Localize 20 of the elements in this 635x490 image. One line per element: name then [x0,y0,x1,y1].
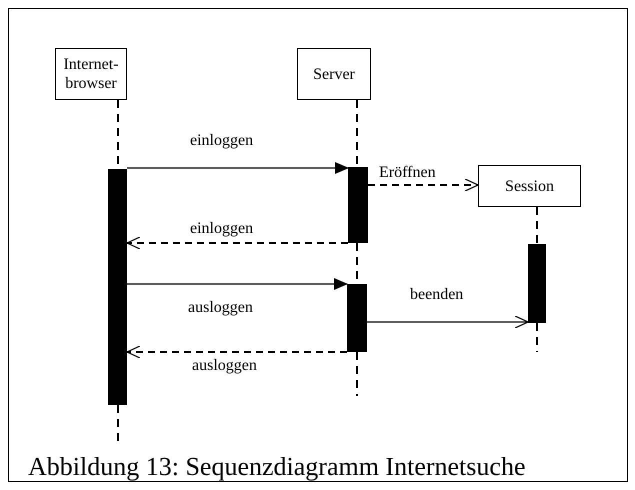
lifeline [536,207,538,244]
message-arrow [368,178,479,192]
figure-caption: Abbildung 13: Sequenzdiagramm Internetsuche [28,452,526,482]
activation-bar [528,244,546,323]
edge-label: ausloggen [190,357,259,375]
lifeline-head-box: Server [297,48,371,100]
edge-label: einloggen [188,132,256,150]
edge-label: ausloggen [186,299,255,317]
activation-bar [348,167,368,243]
lifeline-head-box: Internet- browser [55,48,127,100]
lifeline [356,100,358,167]
activation-bar [347,284,367,352]
lifeline-head-box: Session [478,165,581,207]
message-arrow [127,162,349,174]
message-arrow [126,236,348,250]
edge-label: einloggen [188,220,256,238]
message-arrow [126,345,347,359]
activation-bar [108,169,127,405]
message-arrow [367,315,529,329]
message-arrow [127,278,348,290]
